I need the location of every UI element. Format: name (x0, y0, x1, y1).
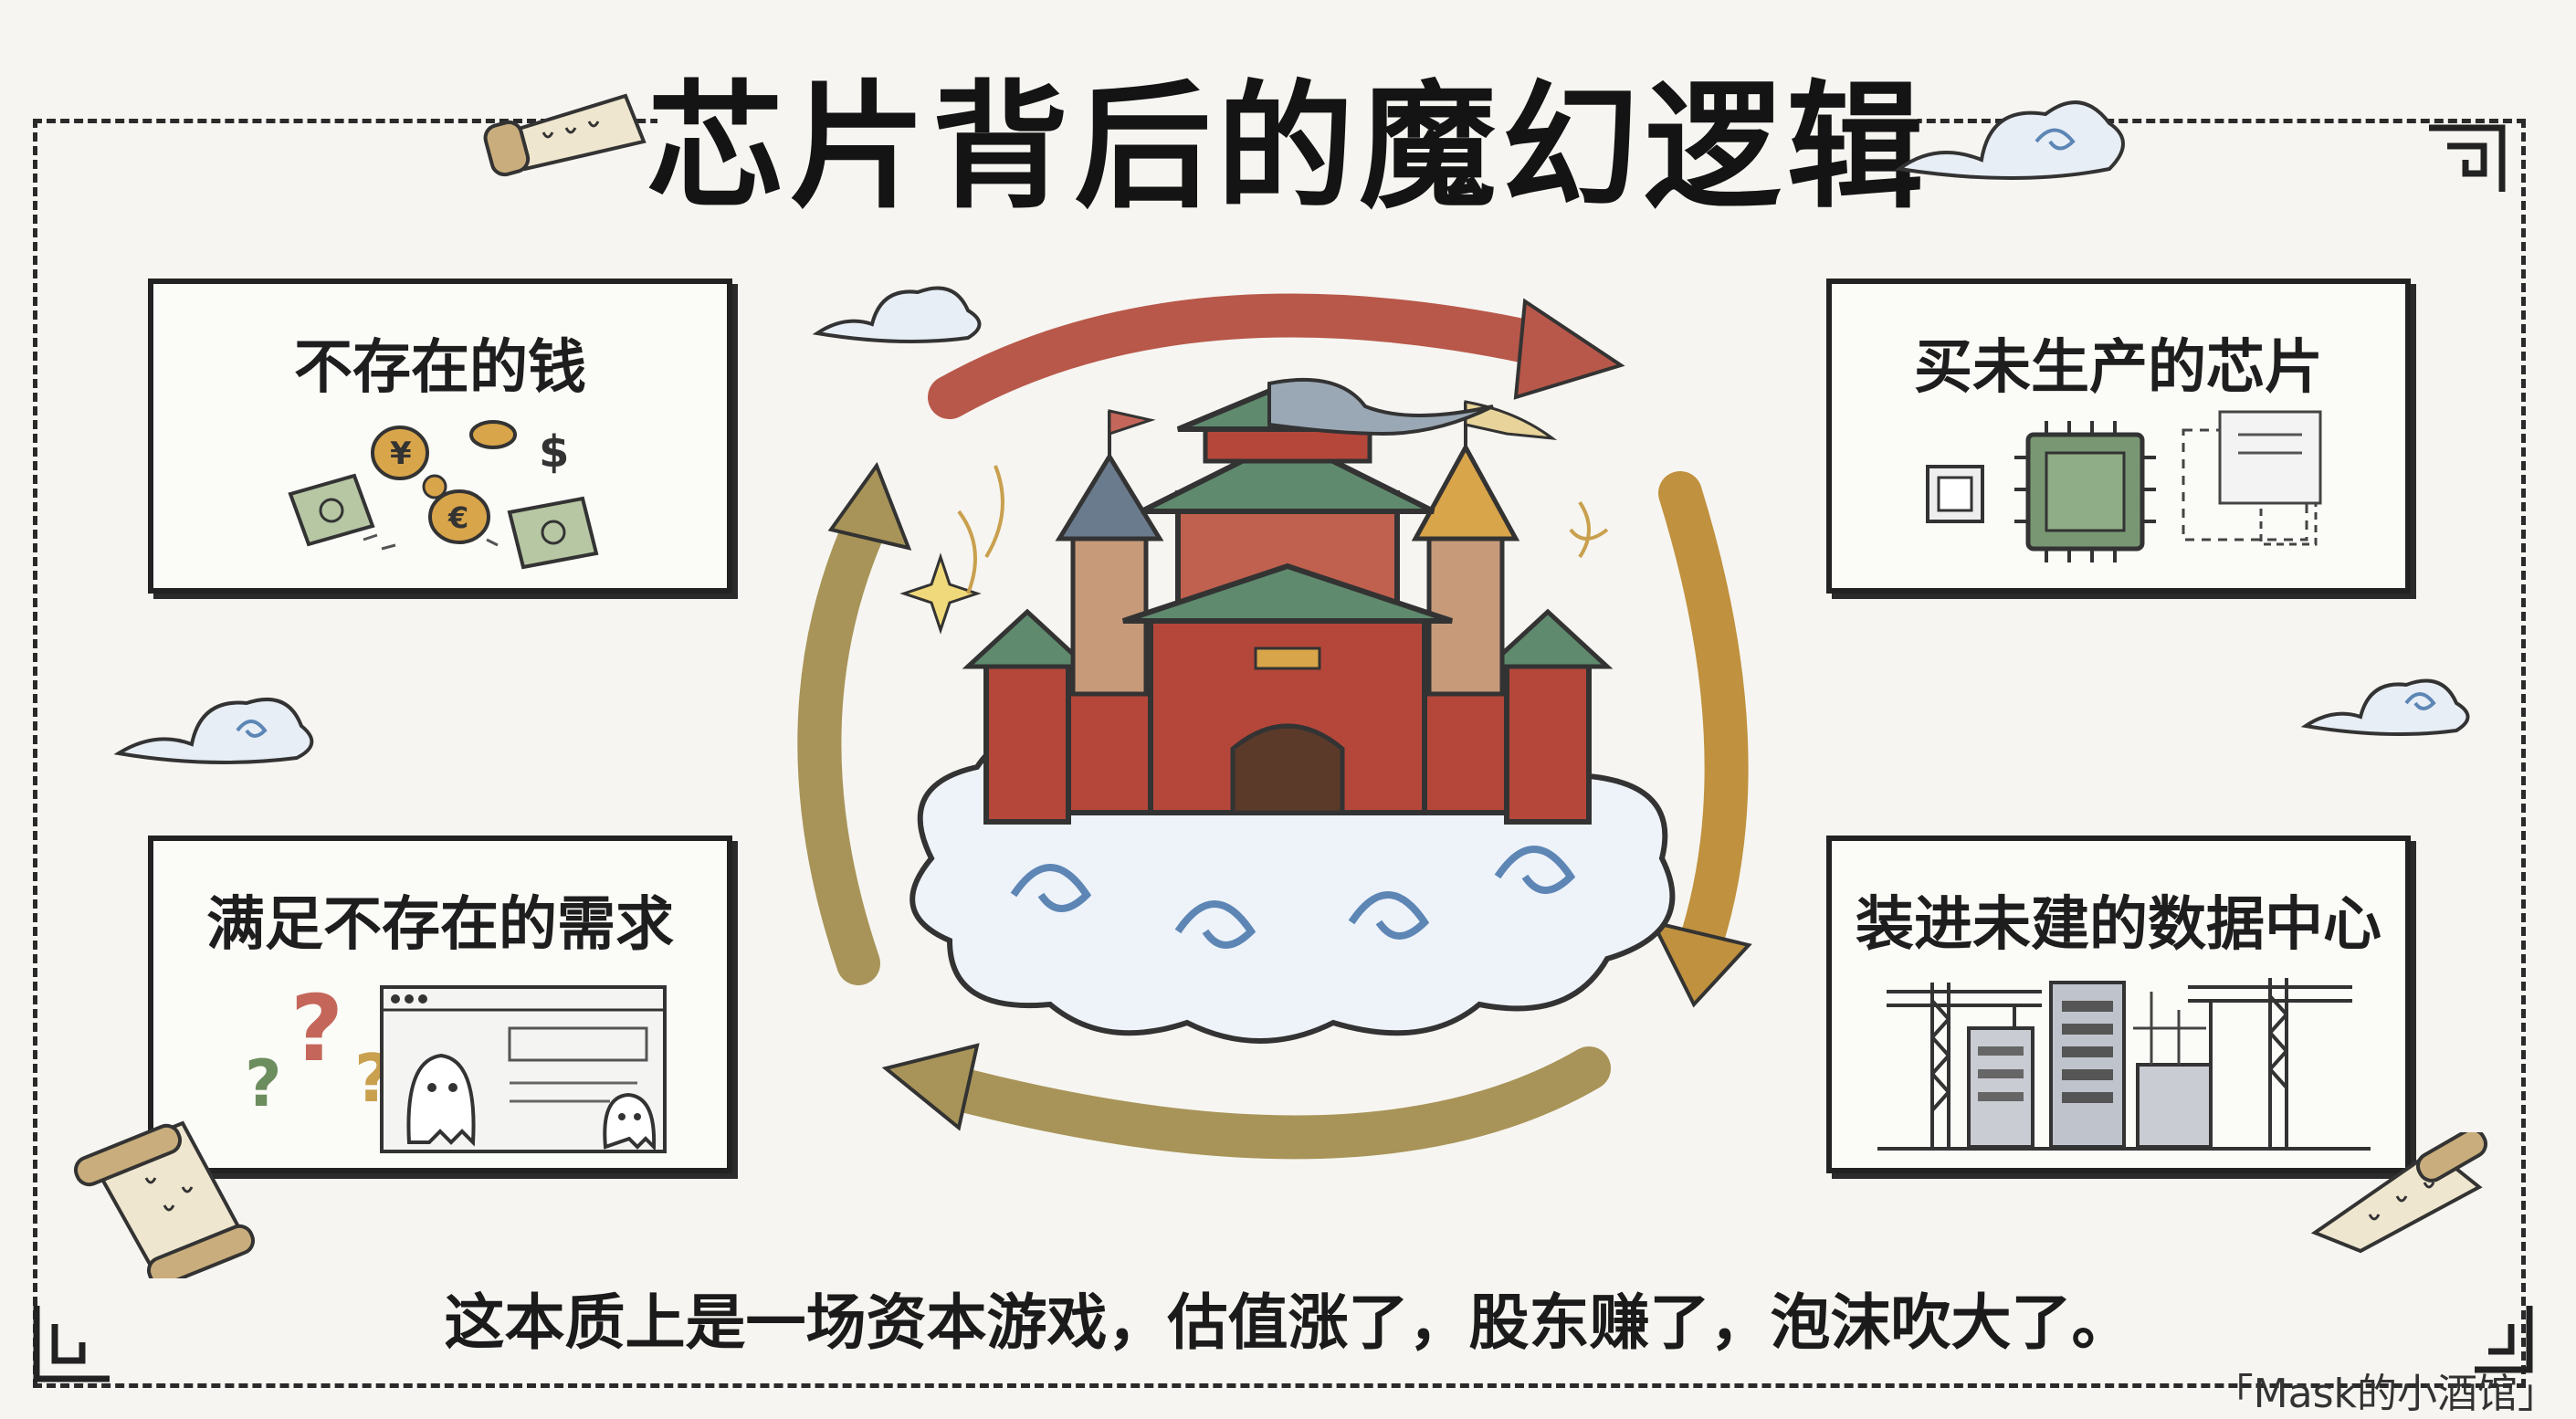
cycle-arrows (797, 293, 1752, 1160)
yuan-symbol: ¥ (390, 436, 412, 472)
scroll-icon (483, 93, 647, 177)
svg-text:?: ? (290, 975, 343, 1082)
scroll-icon (2310, 1132, 2488, 1254)
cloud-icon (1894, 100, 2125, 180)
box-title-demand: 满足不存在的需求 (206, 891, 674, 959)
datacenter-construction-icon (1877, 978, 2371, 1151)
cloud-icon (113, 697, 314, 764)
corner-ornament-icon (2429, 124, 2506, 192)
box-title-datacenter: 装进未建的数据中心 (1856, 891, 2381, 959)
dollar-symbol: $ (539, 426, 569, 478)
box-title-chips: 买未生产的芯片 (1914, 334, 2323, 402)
title-background (657, 55, 1918, 192)
arrow-right (1658, 471, 1749, 972)
arrow-bottom (928, 1046, 1611, 1160)
page-title: 芯片背后的魔幻逻辑 (647, 68, 1929, 227)
conclusion-text: 这本质上是一场资本游戏，估值涨了，股东赚了，泡沫吹大了。 (444, 1288, 2132, 1358)
cloud-icon (812, 286, 982, 343)
scroll-icon (73, 1120, 256, 1278)
watermark: 「Mask的小酒馆」 (2213, 1371, 2558, 1417)
chip-icon (1926, 410, 2322, 562)
ghost-demand-icon: ? ? ? (245, 975, 667, 1153)
corner-ornament-icon (2475, 1306, 2533, 1373)
box-title-money: 不存在的钱 (294, 334, 586, 402)
corner-ornament-icon (33, 1306, 110, 1382)
arrow-top (928, 293, 1574, 419)
arrow-left (797, 499, 889, 985)
box-unproduced-chips: 买未生产的芯片 (1826, 279, 2411, 594)
svg-text:?: ? (245, 1046, 282, 1121)
euro-symbol: € (447, 500, 468, 535)
box-unbuilt-datacenter: 装进未建的数据中心 (1826, 836, 2411, 1173)
flag-icon (1267, 377, 1494, 436)
cloud-icon (2300, 678, 2470, 736)
money-icon: ¥ € $ (288, 420, 599, 570)
box-nonexistent-demand: 满足不存在的需求 ? ? ? (148, 836, 732, 1173)
box-nonexistent-money: 不存在的钱 ¥ € $ (148, 279, 732, 594)
castle-on-cloud-icon (899, 384, 1676, 1044)
